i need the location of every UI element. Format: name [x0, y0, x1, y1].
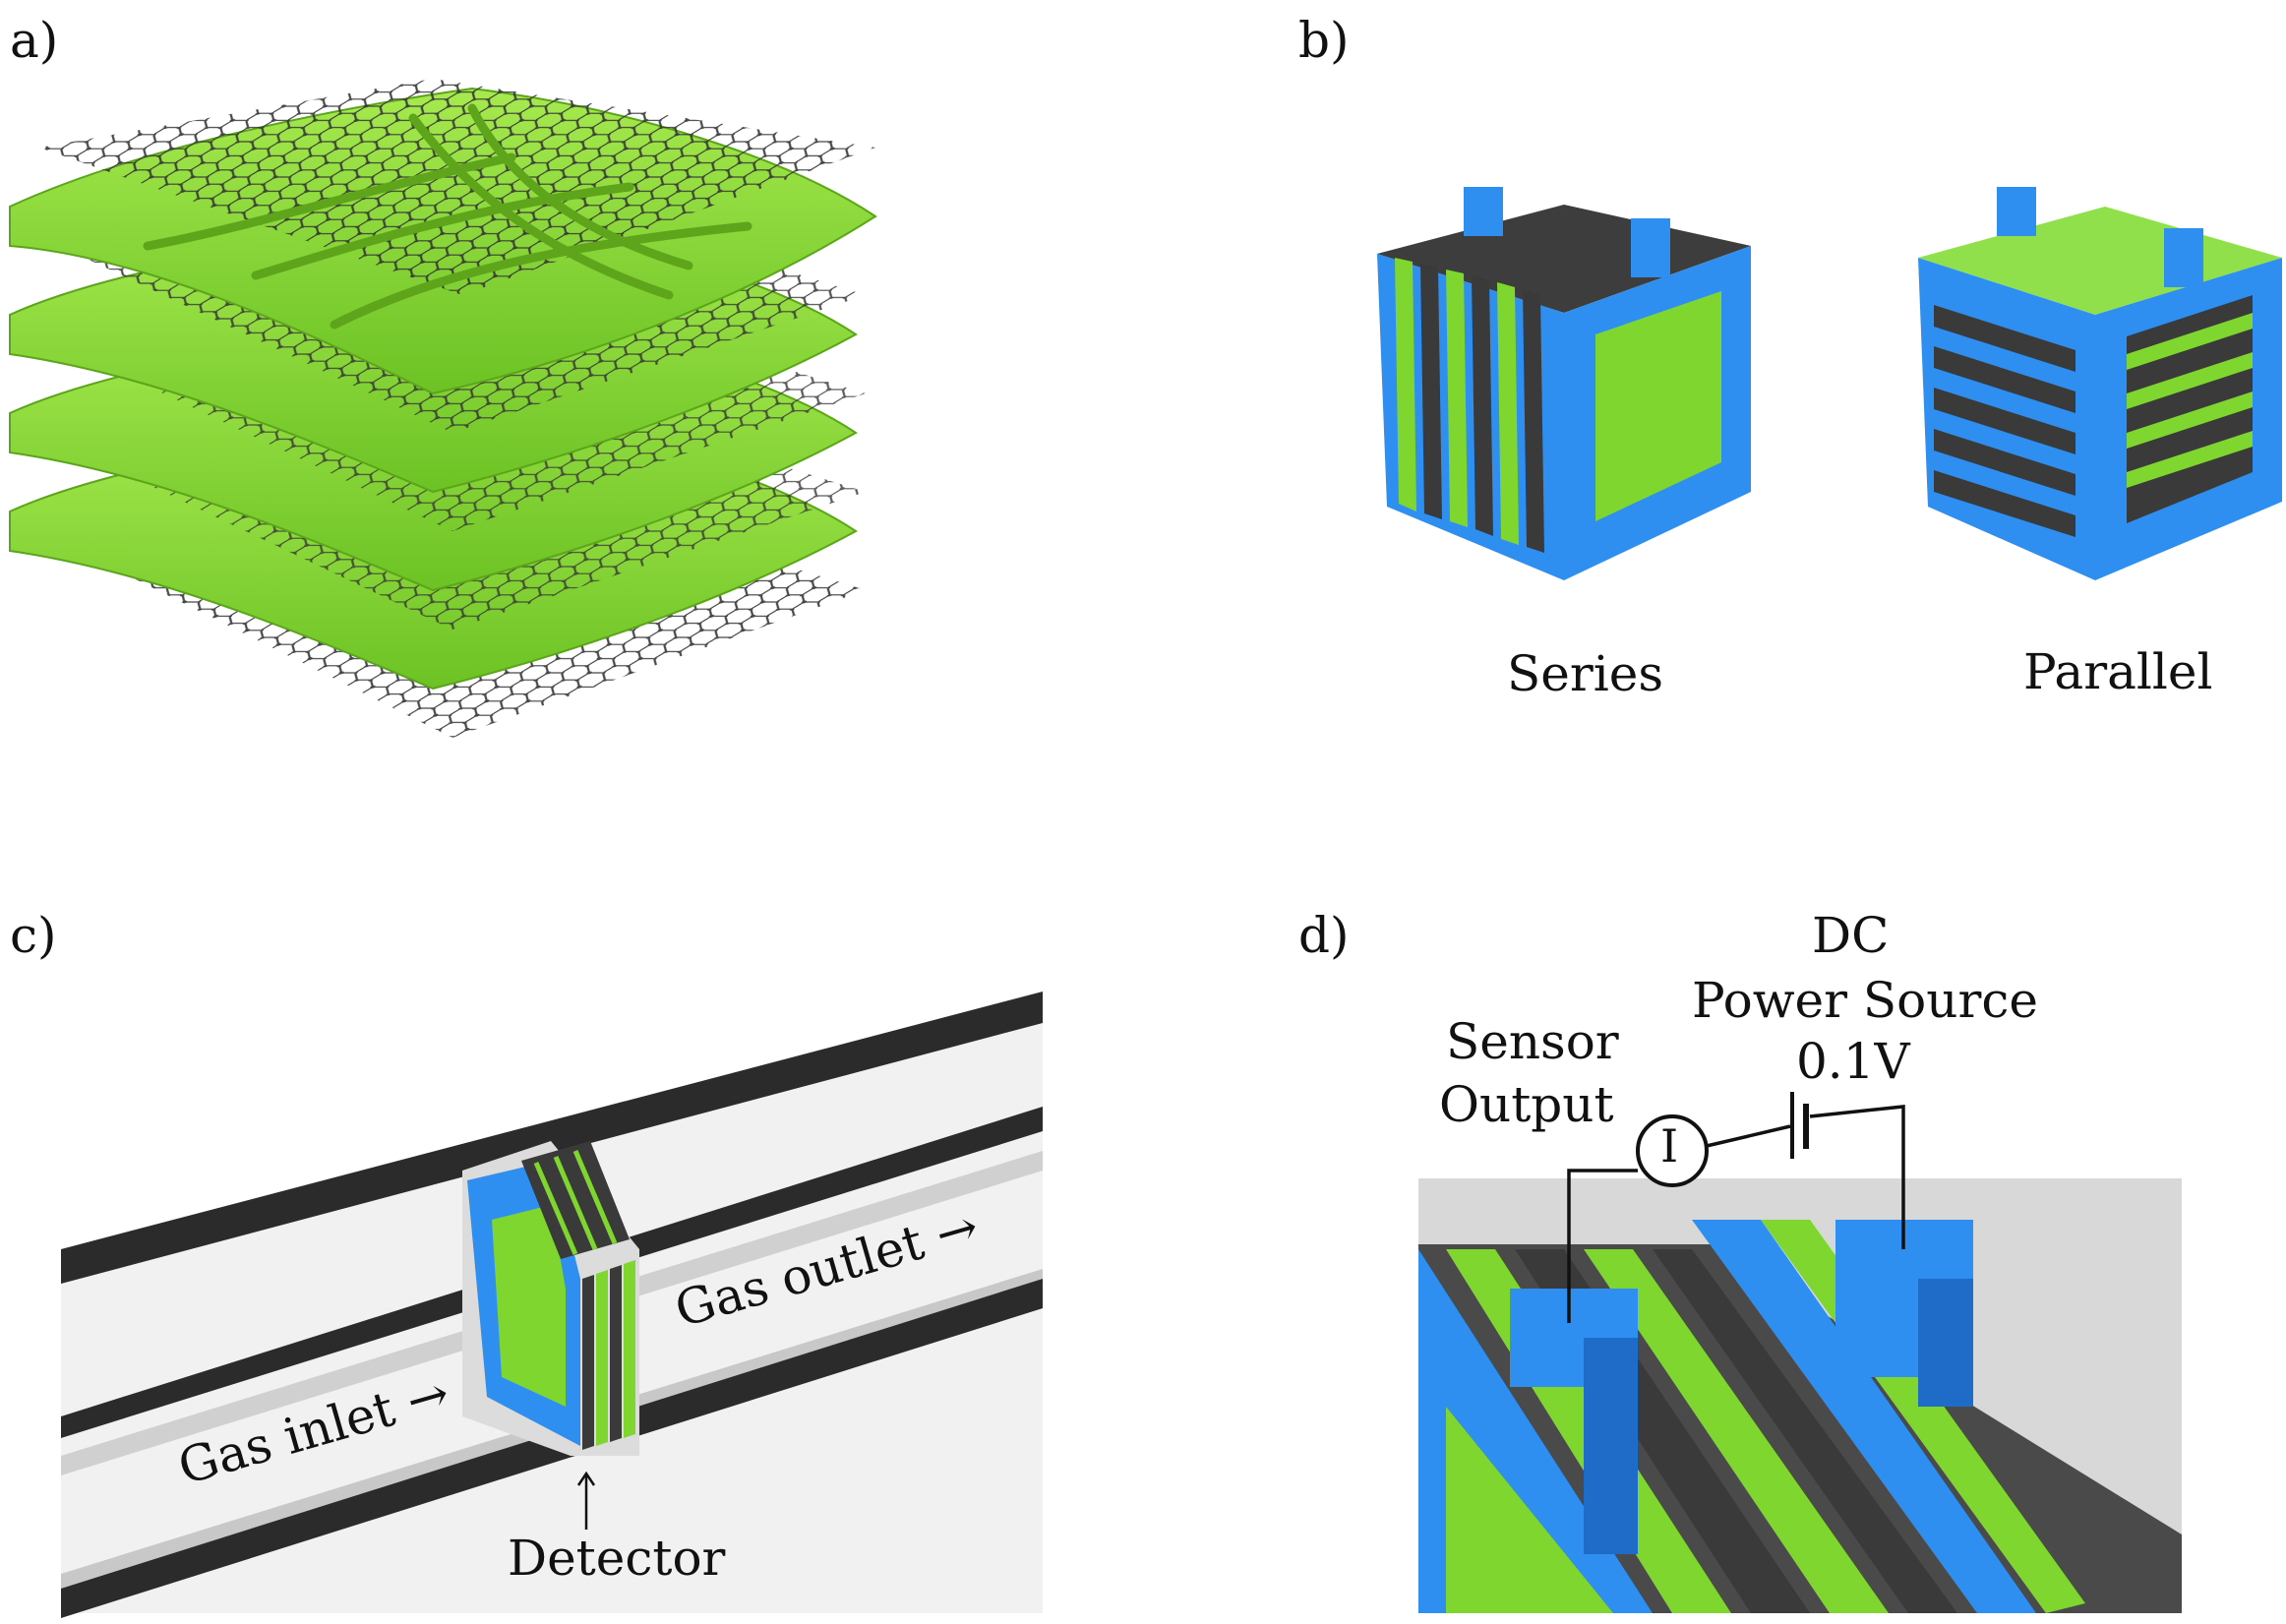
panel-label-a: a) — [10, 12, 59, 69]
output-label: Output — [1439, 1076, 1614, 1133]
parallel-caption: Parallel — [2023, 643, 2213, 700]
parallel-cube — [1918, 187, 2282, 580]
ammeter-icon — [1636, 1114, 1709, 1187]
nanofibers — [143, 103, 752, 330]
ammeter-symbol: I — [1660, 1119, 1679, 1173]
graphene-layer-top — [39, 79, 875, 295]
panel-label-d: d) — [1298, 907, 1350, 964]
voltage-label: 0.1V — [1796, 1033, 1910, 1090]
dc-label: DC — [1812, 907, 1890, 964]
detector-label: Detector — [508, 1530, 726, 1587]
panel-label-c: c) — [10, 907, 57, 964]
series-stripes — [1395, 258, 1544, 553]
power-source-label: Power Source — [1692, 972, 2038, 1029]
series-caption: Series — [1507, 645, 1663, 702]
parallel-stripes — [1934, 305, 2075, 537]
circuit-wires — [1567, 1105, 1905, 1323]
sensor-closeup — [1418, 1178, 2182, 1613]
series-cube — [1377, 187, 1751, 580]
series-electrode-tabs — [1464, 187, 1670, 277]
sensor-label: Sensor — [1446, 1013, 1619, 1070]
detector-arrow — [576, 1471, 596, 1530]
battery-icon — [1790, 1092, 1809, 1159]
detector-chip — [462, 1141, 639, 1456]
panel-label-b: b) — [1298, 12, 1350, 69]
parallel-electrode-tabs — [1997, 187, 2203, 287]
